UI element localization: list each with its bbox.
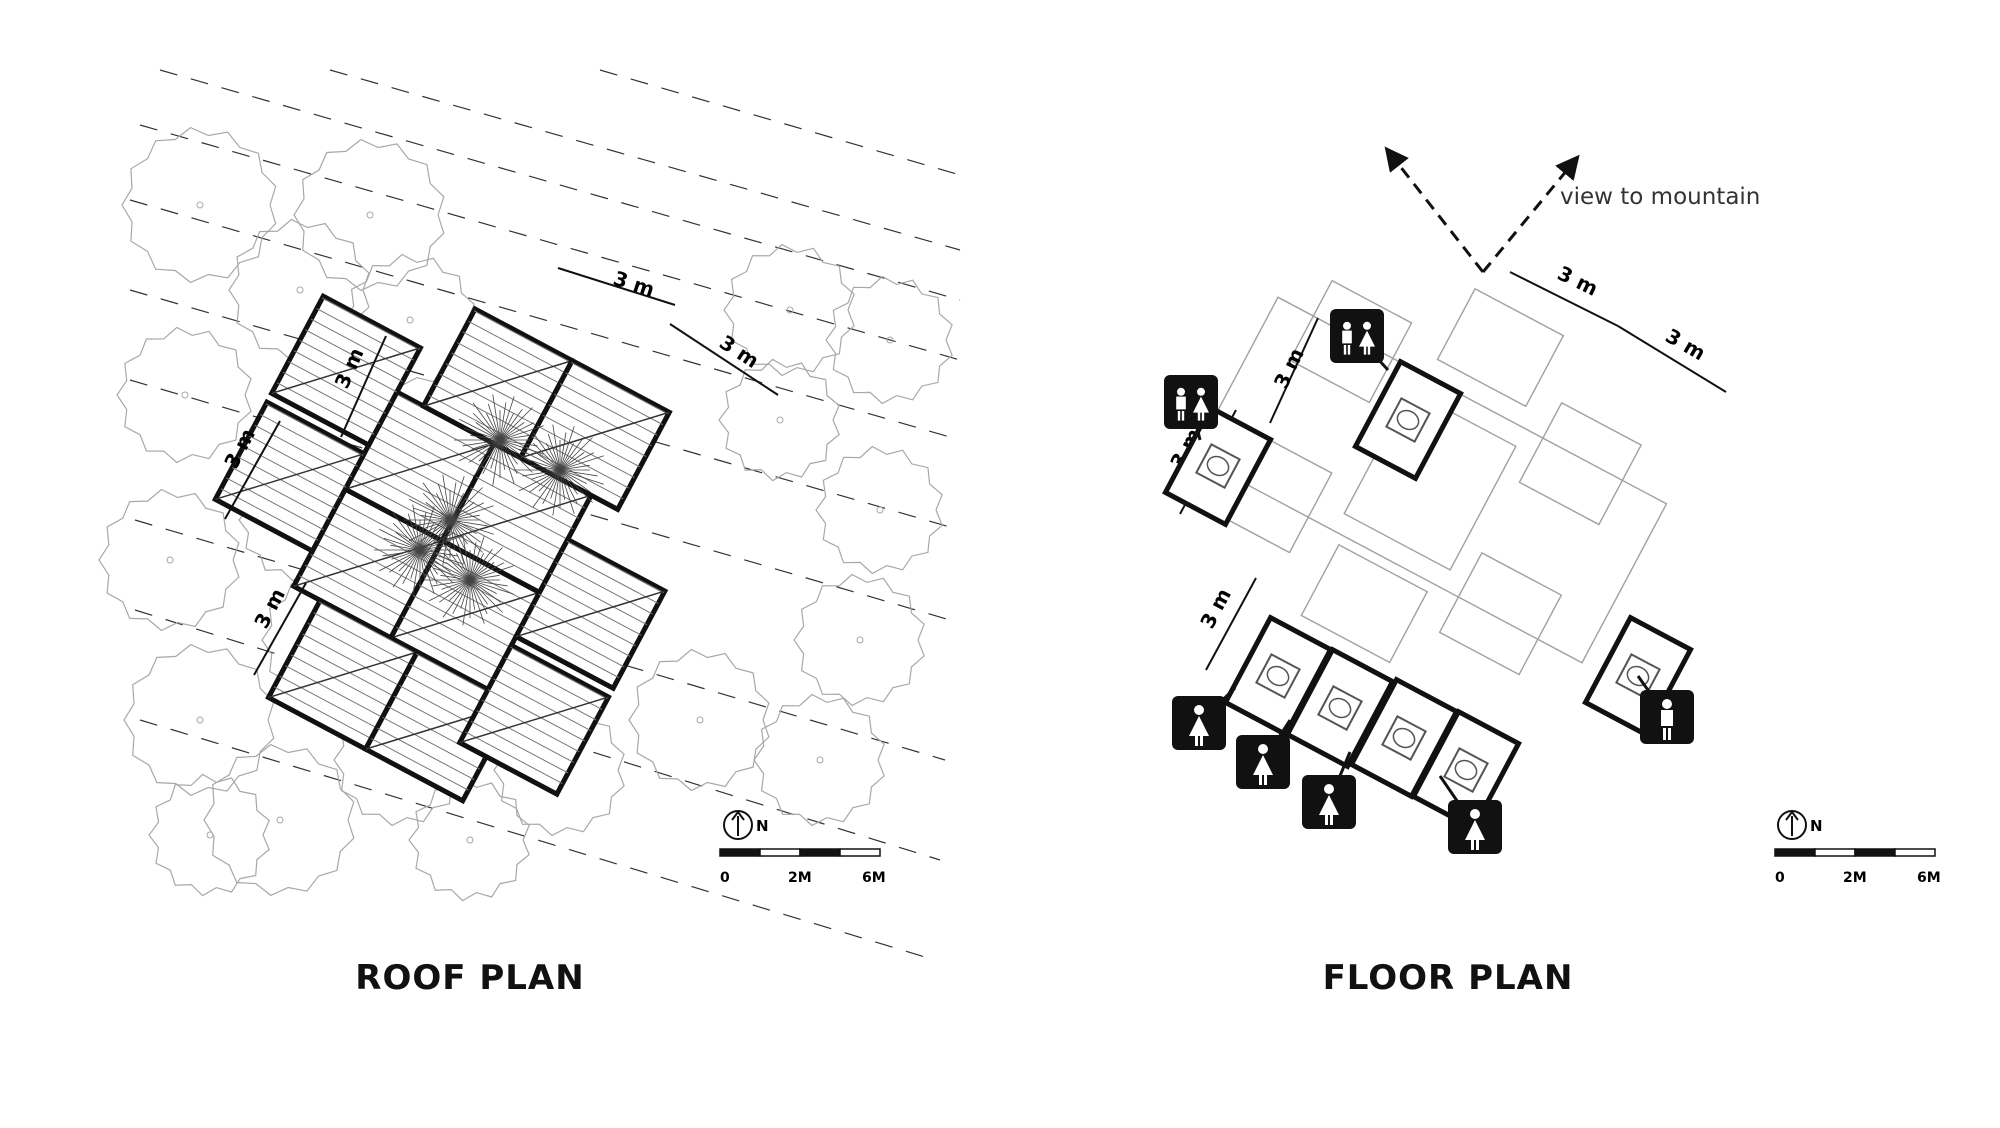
toilet-icon (1255, 653, 1301, 699)
dim-label: 3 m (715, 330, 763, 373)
tree-icon (116, 326, 252, 464)
toilet-icon (1381, 715, 1427, 761)
family-icon (1330, 309, 1390, 372)
toilet-icon (1195, 443, 1241, 489)
tree-icon (123, 643, 275, 797)
male-icon (1636, 675, 1694, 744)
tree-icon (793, 573, 925, 707)
toilet-cubicle (1352, 358, 1464, 482)
dim-label: 3 m (1554, 261, 1602, 301)
tree-icon (98, 488, 240, 632)
tree-icon (718, 358, 840, 482)
scale-bar (719, 848, 881, 857)
family-icon (1164, 375, 1218, 441)
tree-icon (148, 773, 270, 897)
tree-icon (408, 778, 530, 902)
toilet-icon (1443, 747, 1489, 793)
dim-label: 3 m (1662, 324, 1710, 366)
tree-icon (815, 445, 943, 575)
north-label: N (1810, 817, 1823, 835)
shrub-group (374, 394, 604, 626)
female-icon (1438, 775, 1502, 854)
north-arrow-icon (723, 810, 753, 840)
tree-icon (293, 138, 445, 292)
toilet-icon (1615, 653, 1661, 699)
scale-label: 0 (1775, 870, 1785, 886)
north-arrow-icon (1777, 810, 1807, 840)
roof-plan: 3 m 3 m 3 m 3 m 3 m N 0 2M 6M (98, 69, 961, 961)
toilet-cubicle (1410, 708, 1522, 832)
tree-icon (723, 243, 855, 377)
toilet-cubicle (1162, 404, 1274, 528)
floor-plan: view to mountain 3 m 3 m 3 m 3 m 3 m (1162, 146, 1941, 886)
female-icon (1236, 719, 1292, 789)
north-label: N (756, 817, 769, 835)
restroom-signs (1164, 309, 1694, 854)
toilet-cubicle (1284, 646, 1396, 770)
female-icon (1302, 751, 1356, 829)
view-arrows (1384, 146, 1580, 273)
scale-label: 2M (788, 870, 812, 886)
tree-icon (628, 648, 770, 792)
view-label: view to mountain (1560, 184, 1760, 210)
scale-label: 2M (1843, 870, 1867, 886)
scale-label: 0 (720, 870, 730, 886)
toilet-icon (1317, 685, 1363, 731)
roof-plan-title: ROOF PLAN (355, 958, 585, 998)
female-icon (1172, 686, 1237, 750)
dim-label: 3 m (610, 266, 657, 302)
dim-label: 3 m (249, 584, 290, 632)
floor-plan-title: FLOOR PLAN (1322, 958, 1574, 998)
tree-icon (121, 126, 277, 284)
scale-bar (1774, 848, 1936, 857)
scale-label: 6M (1917, 870, 1941, 886)
scale-label: 6M (862, 870, 886, 886)
tree-icon (753, 693, 885, 827)
toilet-icon (1385, 397, 1431, 443)
tree-icon (203, 743, 355, 897)
roof-building (211, 292, 673, 805)
tree-icon (825, 275, 953, 405)
